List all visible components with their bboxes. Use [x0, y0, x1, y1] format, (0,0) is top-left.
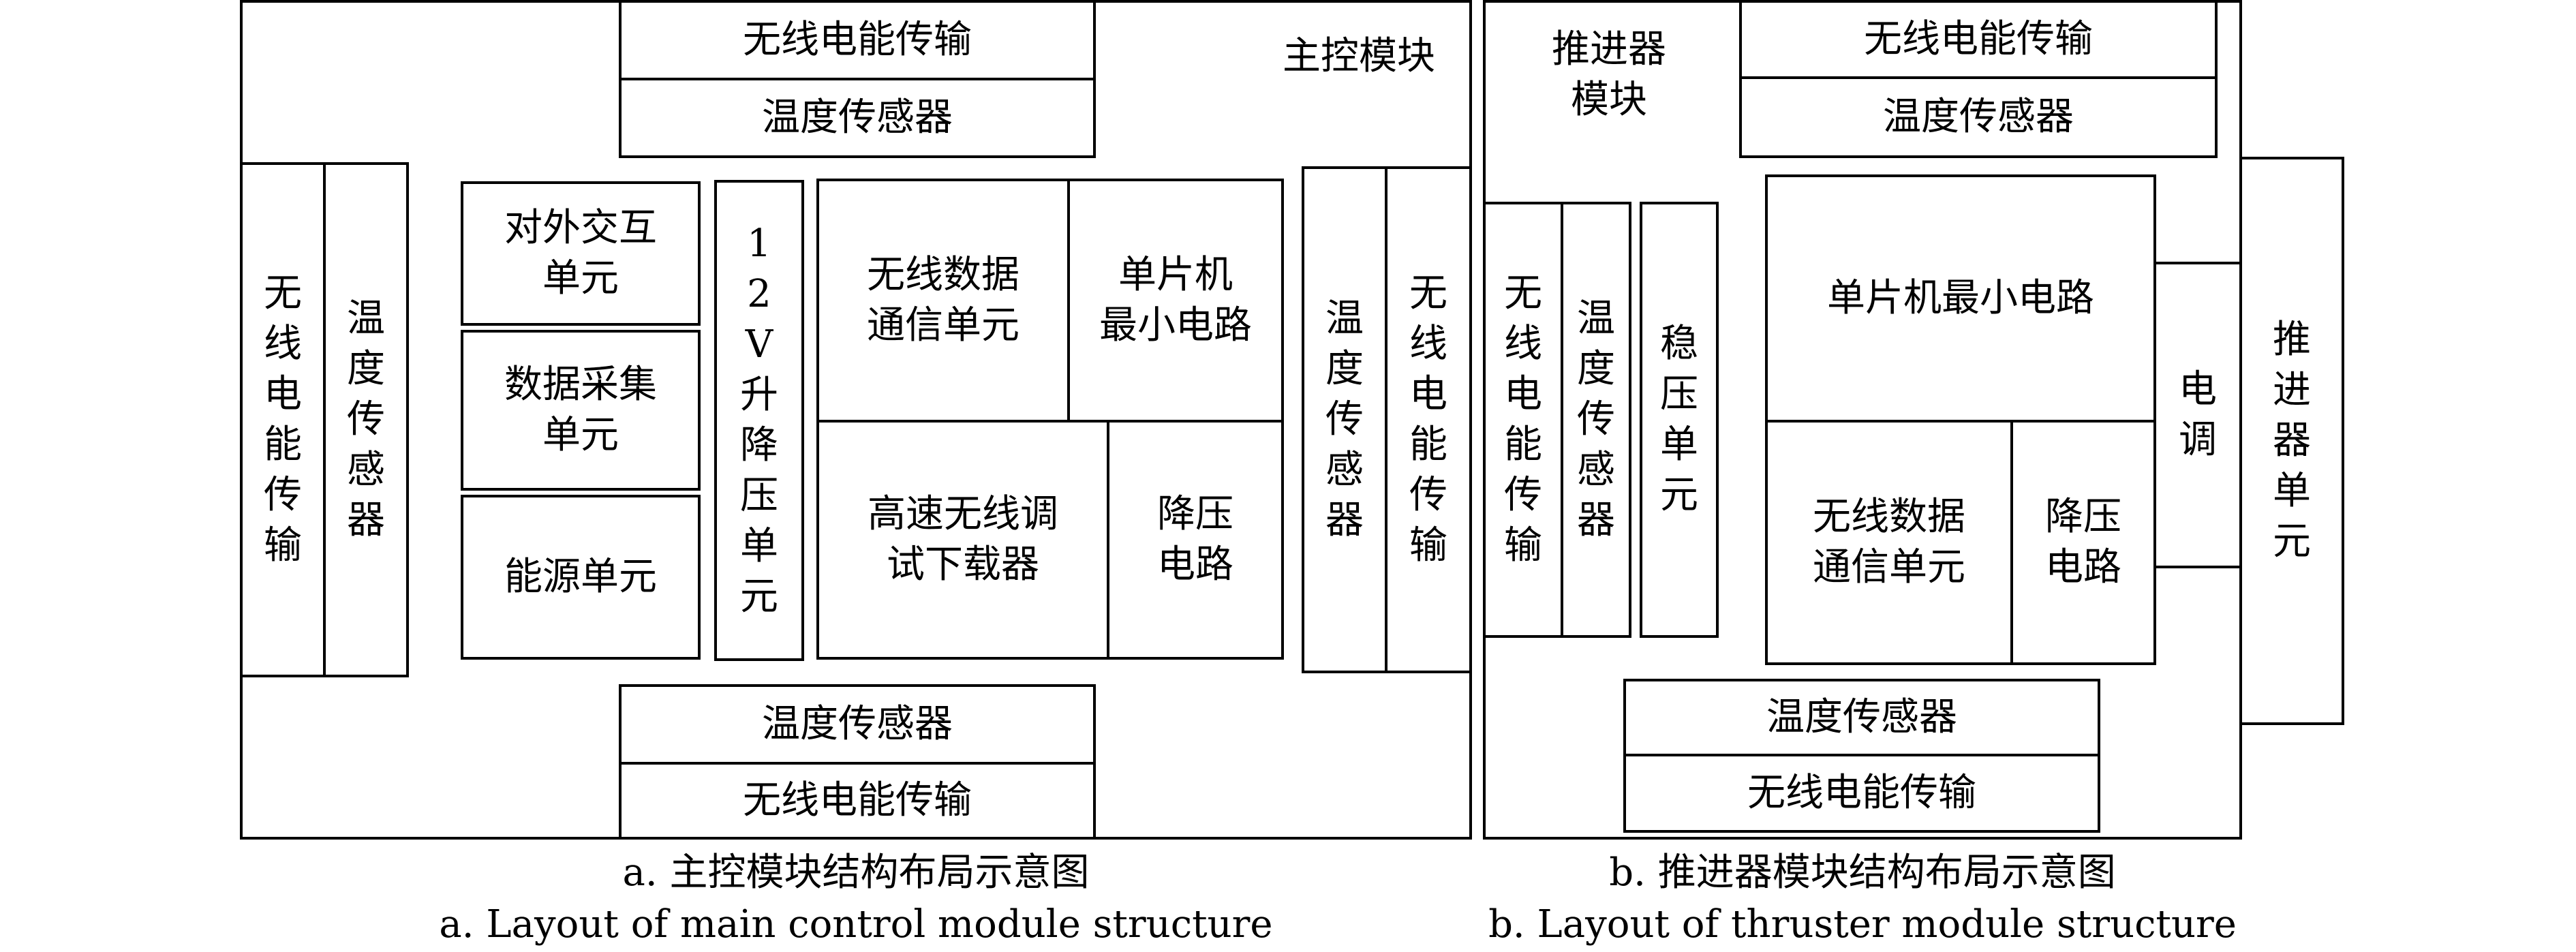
b-regulator-unit-label: 稳压单元 — [1660, 322, 1698, 517]
b-thruster-unit-label: 推进器单元 — [2273, 318, 2311, 564]
b-esc-label: 电调 — [2179, 367, 2217, 462]
b-caption-en: b. Layout of thruster module structure — [1488, 902, 2237, 947]
a-right-wireless-power: 无线电能传输 — [1385, 166, 1472, 673]
b-bottom-wireless-power-label: 无线电能传输 — [1747, 771, 1976, 815]
thruster-module-title: 推进器 模块 — [1552, 27, 1666, 122]
a-top-temp-sensor-label: 温度传感器 — [762, 95, 953, 140]
a-top-wireless-power-label: 无线电能传输 — [743, 18, 972, 62]
b-bottom-wireless-power: 无线电能传输 — [1623, 754, 2100, 833]
a-debug-downloader: 高速无线调 试下载器 — [816, 420, 1109, 660]
b-left-wireless-power: 无线电能传输 — [1483, 202, 1563, 638]
a-data-acquisition-unit-label: 数据采集 单元 — [504, 363, 657, 457]
a-energy-unit-label: 能源单元 — [504, 555, 657, 599]
a-buck-circuit-label: 降压 电路 — [1157, 492, 1233, 587]
a-buck-boost-unit: 12V升降压单元 — [714, 180, 804, 661]
a-mcu-min-circuit-label: 单片机 最小电路 — [1099, 253, 1252, 348]
a-interaction-unit: 对外交互 单元 — [461, 181, 701, 326]
a-energy-unit: 能源单元 — [461, 495, 701, 660]
a-buck-boost-unit-label: 12V升降压单元 — [740, 221, 778, 619]
a-wireless-comm-unit-label: 无线数据 通信单元 — [867, 253, 1019, 348]
a-right-temp-sensor: 温度传感器 — [1302, 166, 1387, 673]
b-left-temp-sensor: 温度传感器 — [1561, 202, 1631, 638]
b-top-wireless-power-label: 无线电能传输 — [1864, 17, 2093, 61]
a-bottom-temp-sensor: 温度传感器 — [619, 684, 1096, 765]
b-bottom-temp-sensor: 温度传感器 — [1623, 679, 2100, 756]
a-interaction-unit-label: 对外交互 单元 — [504, 206, 657, 301]
a-data-acquisition-unit: 数据采集 单元 — [461, 330, 701, 491]
a-left-wireless-power: 无线电能传输 — [240, 162, 326, 677]
b-mcu-min-circuit: 单片机最小电路 — [1765, 174, 2156, 423]
a-bottom-wireless-power-label: 无线电能传输 — [743, 778, 972, 823]
b-wireless-comm-unit: 无线数据 通信单元 — [1765, 420, 2013, 665]
b-left-temp-sensor-label: 温度传感器 — [1577, 296, 1615, 542]
b-wireless-comm-unit-label: 无线数据 通信单元 — [1813, 495, 1965, 589]
a-top-wireless-power: 无线电能传输 — [619, 0, 1096, 80]
b-top-temp-sensor-label: 温度传感器 — [1883, 95, 2074, 139]
a-bottom-temp-sensor-label: 温度传感器 — [762, 702, 953, 746]
a-buck-circuit: 降压 电路 — [1107, 420, 1284, 660]
b-mcu-min-circuit-label: 单片机最小电路 — [1827, 276, 2094, 320]
b-buck-circuit-label: 降压 电路 — [2045, 495, 2121, 589]
a-mcu-min-circuit: 单片机 最小电路 — [1067, 179, 1284, 423]
a-top-temp-sensor: 温度传感器 — [619, 78, 1096, 158]
b-top-temp-sensor: 温度传感器 — [1739, 76, 2218, 158]
b-regulator-unit: 稳压单元 — [1640, 202, 1719, 638]
main-control-module-title: 主控模块 — [1283, 34, 1435, 78]
a-bottom-wireless-power: 无线电能传输 — [619, 762, 1096, 840]
b-esc: 电调 — [2153, 262, 2242, 568]
b-top-wireless-power: 无线电能传输 — [1739, 0, 2218, 79]
a-right-temp-sensor-label: 温度传感器 — [1325, 296, 1364, 542]
a-left-wireless-power-label: 无线电能传输 — [264, 271, 302, 568]
b-caption-cn: b. 推进器模块结构布局示意图 — [1609, 850, 2116, 895]
b-thruster-unit: 推进器单元 — [2239, 157, 2344, 725]
b-left-wireless-power-label: 无线电能传输 — [1504, 271, 1542, 568]
a-wireless-comm-unit: 无线数据 通信单元 — [816, 179, 1070, 423]
a-left-temp-sensor-label: 温度传感器 — [347, 296, 385, 542]
b-buck-circuit: 降压 电路 — [2010, 420, 2156, 665]
a-right-wireless-power-label: 无线电能传输 — [1409, 271, 1447, 568]
a-caption-cn: a. 主控模块结构布局示意图 — [622, 850, 1090, 895]
a-debug-downloader-label: 高速无线调 试下载器 — [868, 492, 1058, 587]
a-caption-en: a. Layout of main control module structu… — [439, 902, 1273, 947]
b-bottom-temp-sensor-label: 温度传感器 — [1766, 695, 1957, 739]
a-left-temp-sensor: 温度传感器 — [323, 162, 409, 677]
